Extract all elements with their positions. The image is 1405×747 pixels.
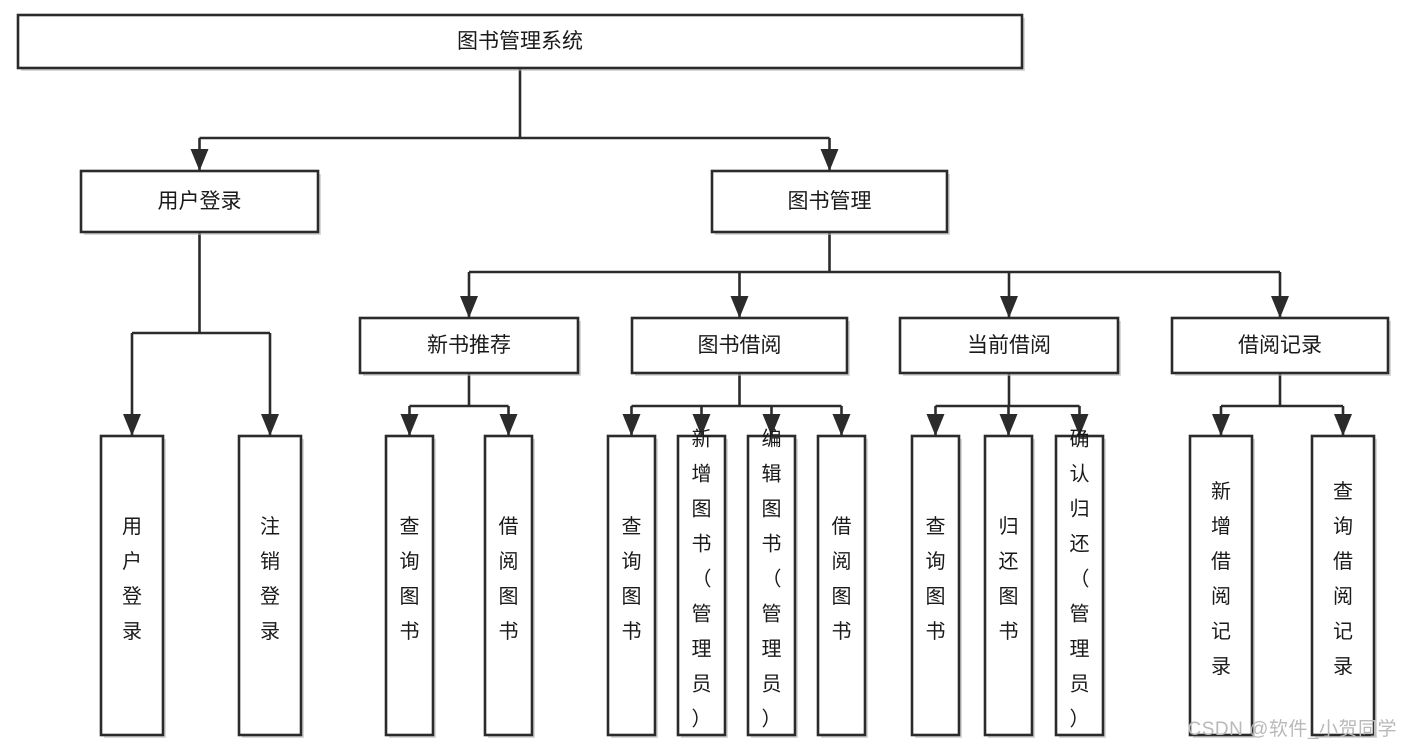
- node-label: 查询图书: [400, 515, 420, 643]
- node-br-query-record[interactable]: 查询借阅记录: [1310, 434, 1377, 738]
- arrowhead-icon: [622, 414, 641, 436]
- arrowhead-icon: [1212, 414, 1230, 436]
- arrowhead-icon: [460, 296, 478, 318]
- node-label: 查询图书: [926, 515, 946, 643]
- arrowhead-icon: [926, 414, 945, 436]
- arrowhead-icon: [1271, 296, 1289, 318]
- arrowhead-icon: [692, 414, 711, 436]
- arrowhead-icon: [400, 414, 419, 436]
- node-book-manage[interactable]: 图书管理: [710, 169, 950, 235]
- node-nbr-query-book[interactable]: 查询图书: [384, 434, 436, 738]
- node-label: 用户登录: [158, 190, 242, 213]
- node-label: 新增借阅记录: [1211, 480, 1231, 678]
- arrowhead-icon: [820, 149, 839, 171]
- node-label: 借阅记录: [1238, 334, 1322, 357]
- node-label: 当前借阅: [967, 334, 1051, 357]
- node-label: 确认归还（管理员）: [1070, 428, 1090, 731]
- node-label: 查询借阅记录: [1333, 480, 1353, 678]
- arrowhead-icon: [190, 149, 209, 171]
- csdn-watermark: CSDN @软件_小贺同学: [1187, 719, 1397, 740]
- arrowhead-icon: [123, 414, 141, 436]
- node-label: 借阅图书: [832, 515, 852, 643]
- node-cb-return-book[interactable]: 归还图书: [983, 434, 1035, 738]
- node-user-logout[interactable]: 注销登录: [237, 434, 304, 738]
- node-user-login-do[interactable]: 用户登录: [99, 434, 166, 738]
- node-label: 图书借阅: [698, 334, 782, 357]
- node-label: 注销登录: [260, 515, 280, 643]
- node-bb-add-book[interactable]: 新增图书（管理员）: [676, 428, 728, 739]
- node-bb-edit-book[interactable]: 编辑图书（管理员）: [746, 428, 798, 739]
- arrowhead-icon: [832, 414, 851, 436]
- node-label: 新增图书（管理员）: [692, 428, 712, 731]
- node-nbr-borrow-book[interactable]: 借阅图书: [483, 434, 535, 738]
- node-label: 编辑图书（管理员）: [762, 428, 782, 731]
- node-cb-query-book[interactable]: 查询图书: [910, 434, 962, 738]
- node-root[interactable]: 图书管理系统: [16, 13, 1025, 71]
- node-current-borrow[interactable]: 当前借阅: [898, 316, 1121, 376]
- node-bb-query-book[interactable]: 查询图书: [606, 434, 658, 738]
- arrowhead-icon: [1334, 414, 1352, 436]
- node-label: 图书管理系统: [457, 30, 583, 53]
- arrowhead-icon: [1070, 414, 1089, 436]
- node-label: 归还图书: [999, 515, 1019, 643]
- node-label: 查询图书: [622, 515, 642, 643]
- arrowhead-icon: [261, 414, 279, 436]
- node-book-borrow[interactable]: 图书借阅: [630, 316, 850, 376]
- node-borrow-record[interactable]: 借阅记录: [1170, 316, 1391, 376]
- node-user-login[interactable]: 用户登录: [79, 169, 321, 235]
- node-label: 图书管理: [788, 190, 872, 213]
- arrowhead-icon: [762, 414, 781, 436]
- node-cb-confirm-return[interactable]: 确认归还（管理员）: [1054, 428, 1106, 739]
- arrowhead-icon: [499, 414, 518, 436]
- nodes-layer: 图书管理系统用户登录图书管理用户登录注销登录新书推荐图书借阅当前借阅借阅记录查询…: [16, 13, 1391, 739]
- node-label: 借阅图书: [499, 515, 519, 643]
- node-label: 新书推荐: [427, 334, 511, 357]
- node-new-book-rec[interactable]: 新书推荐: [358, 316, 581, 376]
- node-br-add-record[interactable]: 新增借阅记录: [1188, 434, 1255, 738]
- arrowhead-icon: [1000, 296, 1018, 318]
- arrowhead-icon: [730, 296, 749, 318]
- connectors-layer: [123, 68, 1352, 436]
- node-bb-borrow-book[interactable]: 借阅图书: [816, 434, 868, 738]
- arrowhead-icon: [999, 414, 1018, 436]
- node-label: 用户登录: [122, 516, 142, 643]
